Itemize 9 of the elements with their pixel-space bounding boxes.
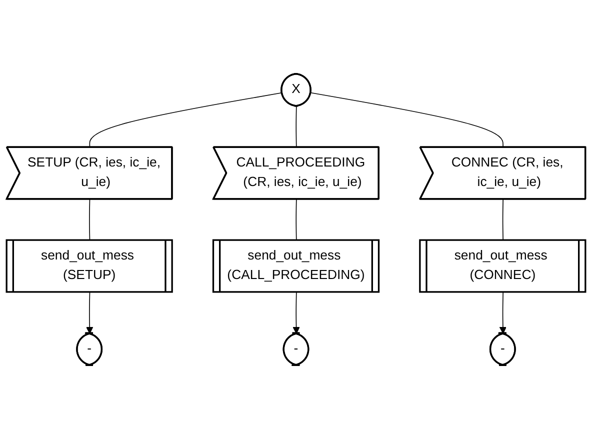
connector <box>296 198 297 241</box>
connector <box>502 198 504 241</box>
arrow <box>86 292 94 334</box>
arrow <box>292 292 300 334</box>
connector <box>310 92 504 148</box>
arrow <box>499 292 507 334</box>
connector <box>89 198 90 241</box>
connector <box>296 106 297 148</box>
connector <box>89 92 282 148</box>
